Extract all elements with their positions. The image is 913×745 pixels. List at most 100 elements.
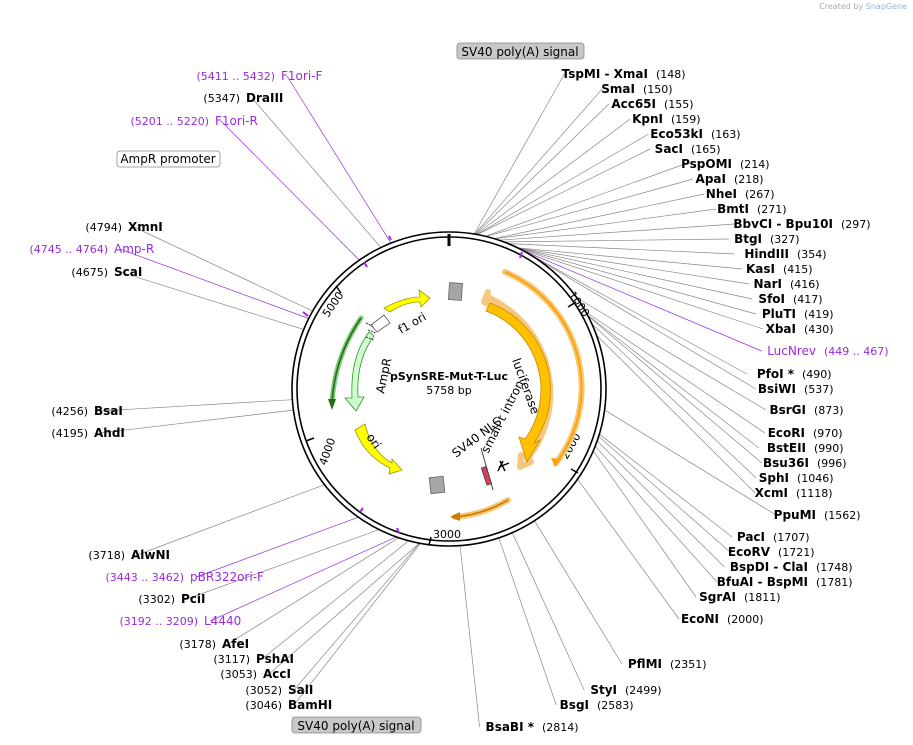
leader-nhei bbox=[494, 193, 705, 239]
site-position: (990) bbox=[814, 442, 844, 455]
site-bsiwi[interactable]: BsiWI(537) bbox=[758, 382, 834, 396]
site-ecorv[interactable]: EcoRV(1721) bbox=[728, 545, 815, 559]
leader-apai bbox=[485, 178, 694, 237]
site-kpni[interactable]: KpnI(159) bbox=[632, 112, 701, 126]
site-name: ScaI bbox=[114, 265, 142, 279]
site-kasi[interactable]: KasI(415) bbox=[746, 262, 813, 276]
leader-afei bbox=[227, 537, 399, 645]
site-nari[interactable]: NarI(416) bbox=[753, 277, 819, 291]
site-xbai[interactable]: XbaI(430) bbox=[766, 322, 834, 336]
leader-pspomi bbox=[485, 163, 685, 237]
site-bsgi[interactable]: BsgI(2583) bbox=[560, 698, 634, 712]
credit-text: Created by bbox=[819, 2, 864, 11]
site-position: (2814) bbox=[542, 721, 579, 734]
site-hindiii[interactable]: HindIII(354) bbox=[744, 247, 826, 261]
site-acc65i[interactable]: Acc65I(155) bbox=[611, 97, 693, 111]
site-apai[interactable]: ApaI(218) bbox=[696, 172, 764, 186]
site-pluti[interactable]: PluTI(419) bbox=[762, 307, 834, 321]
site-position: (1781) bbox=[816, 576, 853, 589]
site-afei[interactable]: (3178)AfeI bbox=[179, 637, 249, 651]
site-position: (2000) bbox=[727, 613, 764, 626]
leader-acci bbox=[268, 542, 420, 675]
site-sali[interactable]: (3052)SalI bbox=[245, 683, 313, 697]
ruler-label-4000: 4000 bbox=[317, 436, 339, 467]
leader-f1ori-f bbox=[286, 75, 392, 244]
site-bsai[interactable]: (4256)BsaI bbox=[51, 404, 122, 418]
site-scai[interactable]: (4675)ScaI bbox=[71, 265, 142, 279]
site-name: XmnI bbox=[128, 220, 163, 234]
site-position: (3053) bbox=[220, 668, 257, 681]
site-sphi[interactable]: SphI(1046) bbox=[759, 471, 834, 485]
site-position: (2499) bbox=[625, 684, 662, 697]
site-name: AfeI bbox=[222, 637, 249, 651]
site-nhei[interactable]: NheI(267) bbox=[706, 187, 775, 201]
site-name: BsrGI bbox=[769, 403, 806, 417]
site-bspdi[interactable]: BspDI - ClaI(1748) bbox=[730, 560, 853, 574]
site-pshai[interactable]: (3117)PshAI bbox=[213, 652, 294, 666]
site-position: (970) bbox=[813, 427, 843, 440]
site-position: (354) bbox=[797, 248, 827, 261]
site-pcii[interactable]: (3302)PciI bbox=[138, 592, 205, 606]
site-bmti[interactable]: BmtI(271) bbox=[717, 202, 786, 216]
site-tspmi[interactable]: TspMI - XmaI(148) bbox=[562, 67, 686, 81]
site-position: (2351) bbox=[670, 658, 707, 671]
site-styi[interactable]: StyI (2499) bbox=[590, 683, 661, 697]
site-name: KpnI bbox=[632, 112, 663, 126]
leader-bspdi bbox=[596, 440, 725, 568]
site-position: (3052) bbox=[245, 684, 282, 697]
tick-2000 bbox=[570, 468, 579, 474]
site-pflmi[interactable]: PflMI(2351) bbox=[628, 657, 707, 671]
sv40-polya-arrowhead bbox=[450, 512, 460, 521]
site-f1ori-r[interactable]: (5201 .. 5220)F1ori-R bbox=[130, 114, 257, 128]
site-draiii[interactable]: (5347)DraIII bbox=[203, 91, 283, 105]
site-econi[interactable]: EcoNI(2000) bbox=[681, 612, 764, 626]
site-xcmi[interactable]: XcmI(1118) bbox=[755, 486, 833, 500]
site-position: (5411 .. 5432) bbox=[196, 70, 275, 83]
site-xmni[interactable]: (4794)XmnI bbox=[85, 220, 162, 234]
site-position: (297) bbox=[841, 218, 871, 231]
site-position: (537) bbox=[804, 383, 834, 396]
site-l4440[interactable]: (3192 .. 3209)L4440 bbox=[119, 614, 241, 628]
site-position: (1721) bbox=[778, 546, 815, 559]
site-name: StyI bbox=[590, 683, 617, 697]
leader-bamhi bbox=[293, 543, 421, 706]
site-bsteii[interactable]: BstEII(990) bbox=[767, 441, 844, 455]
site-acci[interactable]: (3053)AccI bbox=[220, 667, 291, 681]
backbone-outer-ring bbox=[291, 231, 607, 547]
site-bsrgi[interactable]: BsrGI(873) bbox=[769, 403, 843, 417]
site-bsabi[interactable]: BsaBI * (2814) bbox=[486, 720, 579, 734]
site-f1ori-f[interactable]: (5411 .. 5432)F1ori-F bbox=[196, 69, 322, 83]
site-bbvci[interactable]: BbvCI - Bpu10I(297) bbox=[733, 217, 870, 231]
site-sfoi[interactable]: SfoI(417) bbox=[758, 292, 822, 306]
site-lucnrev[interactable]: LucNrev(449 .. 467) bbox=[767, 344, 888, 358]
leader-paci bbox=[599, 433, 733, 538]
leader-bsabi bbox=[459, 545, 480, 728]
site-ecori[interactable]: EcoRI(970) bbox=[768, 426, 843, 440]
site-name: PpuMI bbox=[774, 508, 816, 522]
site-alwni[interactable]: (3718)AlwNI bbox=[88, 548, 170, 562]
site-ahdi[interactable]: (4195)AhdI bbox=[51, 426, 124, 440]
site-position: (163) bbox=[711, 128, 741, 141]
tick-1000 bbox=[567, 301, 577, 308]
site-amp-r[interactable]: (4745 .. 4764)Amp-R bbox=[29, 242, 154, 256]
leader-alwni bbox=[136, 484, 325, 556]
sv40-polya-bottom-label-box bbox=[291, 716, 422, 734]
site-pspomi[interactable]: PspOMI(214) bbox=[681, 157, 770, 171]
site-saci[interactable]: SacI(165) bbox=[655, 142, 721, 156]
site-name: AlwNI bbox=[131, 548, 170, 562]
site-btgi[interactable]: BtgI(327) bbox=[734, 232, 800, 246]
site-eco53ki[interactable]: Eco53kI(163) bbox=[650, 127, 740, 141]
site-bamhi[interactable]: (3046)BamHI bbox=[245, 698, 332, 712]
site-name: BsaBI * bbox=[486, 720, 535, 734]
site-ppumi[interactable]: PpuMI(1562) bbox=[774, 508, 861, 522]
site-bfuai[interactable]: BfuAI - BspMI(1781) bbox=[717, 575, 853, 589]
site-pbr322ori-f[interactable]: (3443 .. 3462)pBR322ori-F bbox=[105, 570, 264, 584]
site-position: (419) bbox=[804, 308, 834, 321]
site-pfoi[interactable]: PfoI *(490) bbox=[757, 367, 832, 381]
site-bsu36i[interactable]: Bsu36I(996) bbox=[763, 456, 847, 470]
site-paci[interactable]: PacI(1707) bbox=[737, 530, 810, 544]
leader-acc65i bbox=[475, 103, 610, 235]
site-position: (490) bbox=[802, 368, 832, 381]
site-sgrai[interactable]: SgrAI(1811) bbox=[699, 590, 780, 604]
site-smai[interactable]: SmaI(150) bbox=[601, 82, 672, 96]
